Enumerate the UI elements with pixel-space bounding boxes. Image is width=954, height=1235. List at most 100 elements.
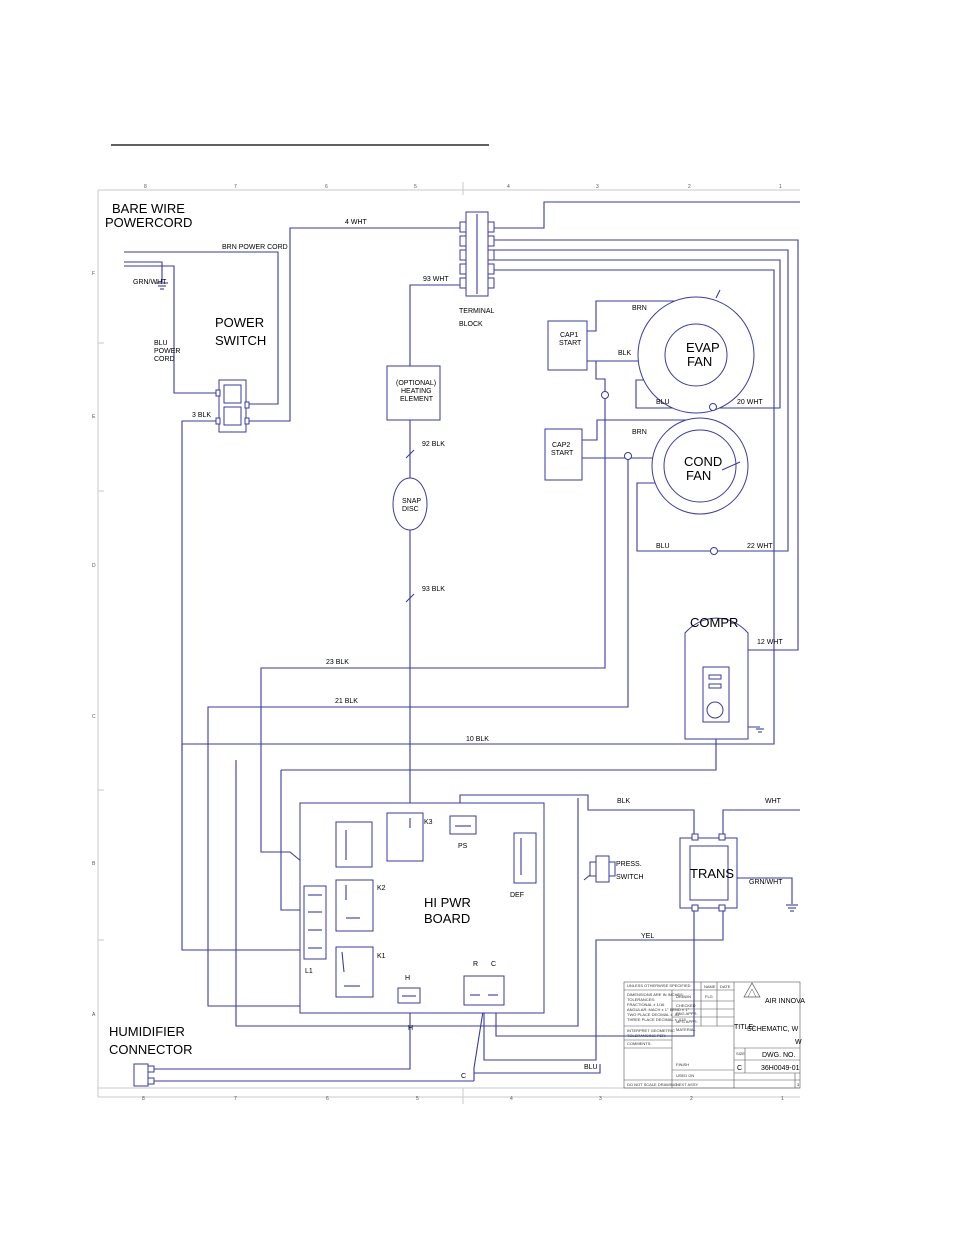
label-yel: YEL (641, 933, 654, 940)
relay-k3-label: K3 (424, 819, 433, 826)
tb-note-4: FRACTIONAL ± 1/16 (627, 1002, 665, 1007)
press-switch-label-1: PRESS. (616, 861, 642, 868)
zone-row-c: C (92, 714, 96, 720)
power-switch-label-1: POWER (215, 315, 264, 330)
wire-tb-top (491, 201, 800, 229)
relay-h-label: H (405, 975, 410, 982)
relay-ps-label: PS (458, 843, 468, 850)
label-3-blk: 3 BLK (192, 412, 211, 419)
relay-r-label: R (473, 961, 478, 968)
label-evap-blk: BLK (618, 350, 632, 357)
wire-trans-grn (737, 877, 793, 904)
label-23-blk: 23 BLK (326, 659, 349, 666)
heating-element-label-1: (OPTIONAL) (396, 380, 436, 387)
terminal-block-label-1: TERMINAL (459, 308, 495, 315)
dwg-no-label: DWG. NO. (762, 1052, 795, 1059)
label-92-blk: 92 BLK (422, 441, 445, 448)
power-switch-label-2: SWITCH (215, 333, 266, 348)
label-blu-cord-1: BLU (154, 340, 168, 347)
label-4-wht: 4 WHT (345, 219, 368, 226)
label-brn-power-cord: BRN POWER CORD (222, 244, 288, 251)
wire-board-right (235, 760, 579, 1027)
wire-board-outer (281, 722, 717, 771)
press-switch-label-2: SWITCH (616, 874, 644, 881)
zone-col-4-bottom: 4 (510, 1096, 513, 1102)
evap-fan-label-1: EVAP (686, 340, 720, 355)
drawing-border (97, 182, 800, 1104)
wire-labels: 4 WHT BRN POWER CORD GRN/WHT BLU POWER C… (133, 219, 783, 1080)
label-trans-grn-wht: GRN/WHT (749, 879, 783, 886)
tb-name-header: NAME (704, 984, 716, 989)
label-22-wht: 22 WHT (747, 543, 773, 550)
label-20-wht: 20 WHT (737, 399, 763, 406)
zone-col-2-bottom: 2 (690, 1096, 693, 1102)
humidifier-label-2: CONNECTOR (109, 1042, 193, 1057)
label-21-blk: 21 BLK (335, 698, 358, 705)
humidifier-label-1: HUMIDIFIER (109, 1024, 185, 1039)
tb-next-assy: NEXT ASSY (676, 1082, 698, 1087)
zone-row-b: B (92, 861, 96, 867)
tb-note-6: TWO PLACE DECIMAL ± .03 (627, 1012, 680, 1017)
wire-93-wht (409, 284, 462, 366)
label-evap-brn: BRN (632, 305, 647, 312)
evap-fan (601, 289, 755, 414)
tb-finish: FINISH (676, 1062, 689, 1067)
terminal-block (459, 211, 495, 297)
power-switch (215, 379, 250, 433)
tb-row-mfg: MFG APPR. (676, 1019, 698, 1024)
cap1-label-1: CAP1 (560, 332, 578, 339)
cond-fan-label-2: FAN (686, 468, 711, 483)
cond-fan-label-1: COND (684, 454, 722, 469)
title-prefix: TITLE: (734, 1024, 755, 1031)
tb-comments: COMMENTS: (627, 1041, 651, 1046)
terminal-block-label-2: BLOCK (459, 321, 483, 328)
zone-col-2-top: 2 (688, 184, 691, 190)
heating-element-label-2: HEATING (401, 388, 432, 395)
tb-do-not-scale: DO NOT SCALE DRAWING (627, 1082, 677, 1087)
wire-cond-brn (582, 419, 690, 441)
wire-h (154, 1005, 411, 1070)
wire-grn-wht (124, 261, 163, 282)
powercord-label-1: BARE WIRE (112, 201, 185, 216)
zone-col-5-bottom: 5 (416, 1096, 419, 1102)
tb-row-eng: ENG APPR. (676, 1011, 698, 1016)
tb-date-header: DATE (720, 984, 731, 989)
transformer (679, 833, 738, 912)
wire-blu-right (474, 1064, 601, 1074)
wiring (124, 201, 800, 1082)
label-12-wht: 12 WHT (757, 639, 783, 646)
zone-col-8-top: 8 (144, 184, 147, 190)
wire-21-blk (207, 458, 629, 1007)
tb-note-2: DIMENSIONS ARE IN INCHES (627, 992, 683, 997)
wire-brn-power-cord (124, 251, 279, 405)
wire-trans-left (495, 908, 695, 1037)
zone-col-3-top: 3 (596, 184, 599, 190)
heating-element-label-3: ELEMENT (400, 396, 434, 403)
zone-col-1-bottom: 1 (781, 1096, 784, 1102)
board-label-1: HI PWR (424, 895, 471, 910)
zone-col-6-top: 6 (325, 184, 328, 190)
component-labels: BARE WIRE POWERCORD POWER SWITCH TERMINA… (105, 201, 738, 1057)
tb-interpret-2: TOLERANCING PER: (627, 1033, 666, 1038)
tb-row-checked: CHECKED (676, 1003, 696, 1008)
relay-c-label: C (491, 961, 496, 968)
wire-tb-10-blk (181, 269, 775, 751)
drawing-title: SCHEMATIC, W (747, 1026, 799, 1033)
zone-col-8-bottom: 8 (142, 1096, 145, 1102)
wire-tb-12-wht (491, 239, 799, 651)
wire-4-wht (246, 227, 462, 422)
wire-board-loop (280, 770, 304, 911)
relay-def-label: DEF (510, 892, 524, 899)
cap1-start (547, 320, 588, 371)
heating-element (386, 365, 441, 421)
zone-row-d: D (92, 563, 96, 569)
label-93-wht: 93 WHT (423, 276, 449, 283)
company-name: AIR INNOVA (765, 998, 805, 1005)
label-evap-blu: BLU (656, 399, 670, 406)
relay-k2-label: K2 (377, 885, 386, 892)
tb-note-7: THREE PLACE DECIMAL ± .015 (627, 1017, 687, 1022)
wire-ps (459, 794, 695, 838)
tb-used-on: USED ON (676, 1073, 694, 1078)
label-blu-cord-2: POWER (154, 348, 180, 355)
